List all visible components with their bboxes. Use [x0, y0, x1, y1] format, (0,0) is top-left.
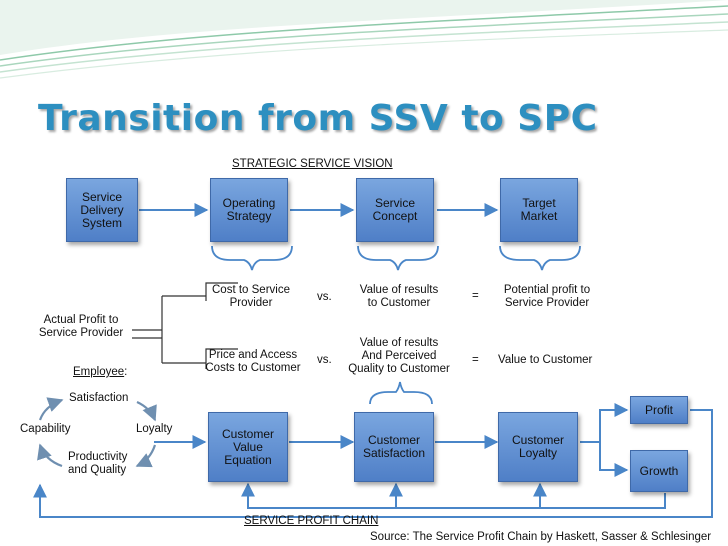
employee-loyalty: Loyalty — [136, 423, 173, 435]
value-and-perceived-quality: Value of results And Perceived Quality t… — [348, 337, 450, 375]
profit-box: Profit — [630, 396, 688, 424]
price-and-access-costs: Price and Access Costs to Customer — [205, 349, 301, 374]
actual-profit-connector — [132, 295, 206, 364]
slide-title: Transition from SSV to SPC — [38, 98, 598, 139]
employee-satisfaction: Satisfaction — [69, 392, 129, 404]
feedback-loop — [33, 409, 713, 518]
service-profit-chain-header: SERVICE PROFIT CHAIN — [244, 515, 379, 527]
operating-strategy-box: Operating Strategy — [210, 178, 288, 242]
customer-satisfaction-box: Customer Satisfaction — [354, 412, 434, 482]
cost-to-service-provider: Cost to Service Provider — [212, 284, 290, 309]
cycle-arrow-bottom-left — [37, 443, 63, 468]
growth-box: Growth — [630, 450, 688, 492]
customer-loyalty-box: Customer Loyalty — [498, 412, 578, 482]
customer-value-equation-box: Customer Value Equation — [208, 412, 288, 482]
background-swoosh — [0, 0, 728, 79]
equals-operator-2: = — [472, 354, 479, 366]
brace-satisfaction — [369, 381, 433, 405]
employee-capability: Capability — [20, 423, 71, 435]
value-of-results-to-customer: Value of results to Customer — [359, 284, 439, 309]
service-delivery-system-box: Service Delivery System — [66, 178, 138, 242]
brace-market — [499, 245, 581, 271]
vs-operator-1: vs. — [317, 291, 332, 303]
brace-concept — [357, 245, 439, 271]
source-citation: Source: The Service Profit Chain by Hask… — [370, 531, 712, 543]
arrow-loyalty-fork — [580, 403, 629, 443]
value-to-customer: Value to Customer — [498, 354, 593, 366]
target-market-box: Target Market — [500, 178, 578, 242]
cycle-arrow-bottom-right — [135, 444, 157, 468]
brace-operating — [211, 245, 293, 271]
equals-operator-1: = — [472, 290, 479, 302]
actual-profit-to-service-provider: Actual Profit to Service Provider — [38, 314, 124, 339]
vs-operator-2: vs. — [317, 354, 332, 366]
employee-heading: Employee: — [73, 366, 128, 378]
potential-profit-to-service-provider: Potential profit to Service Provider — [503, 284, 591, 309]
cycle-arrow-top-left — [38, 397, 64, 421]
strategic-service-vision-header: STRATEGIC SERVICE VISION — [232, 158, 393, 170]
cycle-arrow-top-right — [136, 401, 157, 422]
employee-productivity-and-quality: Productivity and Quality — [68, 451, 128, 476]
service-concept-box: Service Concept — [356, 178, 434, 242]
